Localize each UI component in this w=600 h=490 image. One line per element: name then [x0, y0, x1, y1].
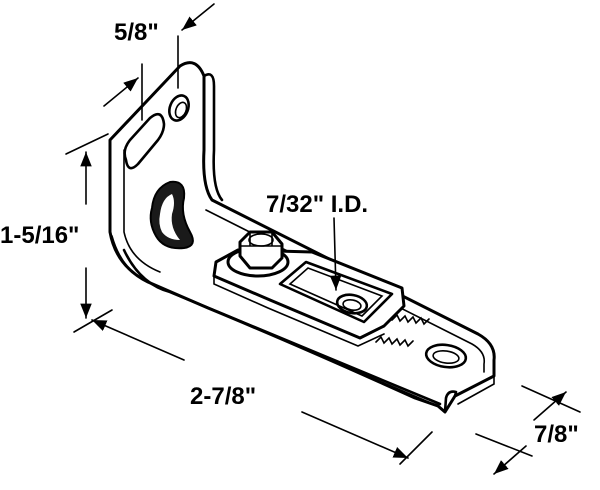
- arrow-width-bottom: [493, 445, 527, 475]
- ext-length-right: [399, 431, 433, 465]
- end-right-edge: [457, 375, 495, 405]
- adjust-window: [278, 260, 394, 324]
- arrow-58-right: [181, 3, 215, 31]
- vertical-hole: [168, 94, 190, 122]
- vertical-hole-inner: [174, 101, 188, 119]
- base-top-line: [205, 209, 486, 373]
- bend-window-highlight: [159, 194, 180, 240]
- vertical-plate-edge: [202, 73, 224, 202]
- bend-line: [123, 149, 161, 273]
- end-hole-inner: [432, 349, 460, 365]
- label-hole-id: 7/32" I.D.: [266, 191, 368, 218]
- dimension-lines: [65, 3, 581, 475]
- ext-height-top: [65, 133, 109, 155]
- hex-nut: [226, 230, 290, 278]
- end-hole: [424, 343, 468, 369]
- arrow-length-right: [301, 411, 409, 459]
- arrow-58-left: [103, 77, 139, 107]
- ext-width-bottom: [475, 433, 533, 457]
- serration-lower: [375, 335, 414, 348]
- arrow-length-left: [91, 319, 185, 361]
- ext-width-top: [521, 385, 581, 413]
- label-length: 2-7/8": [190, 383, 256, 410]
- label-slot-width: 5/8": [114, 19, 159, 46]
- id-hole-inner: [342, 299, 362, 311]
- label-height: 1-5/16": [0, 222, 79, 249]
- end-notch: [443, 390, 458, 414]
- vertical-slot: [123, 112, 166, 170]
- serration-upper: [391, 313, 430, 326]
- arrow-width-top: [533, 391, 567, 421]
- label-width: 7/8": [534, 421, 579, 448]
- id-hole: [335, 293, 369, 315]
- leader-hole: [329, 217, 342, 291]
- base-thickness: [111, 235, 439, 407]
- adjust-plate-edge: [213, 275, 385, 347]
- bracket: [108, 61, 496, 414]
